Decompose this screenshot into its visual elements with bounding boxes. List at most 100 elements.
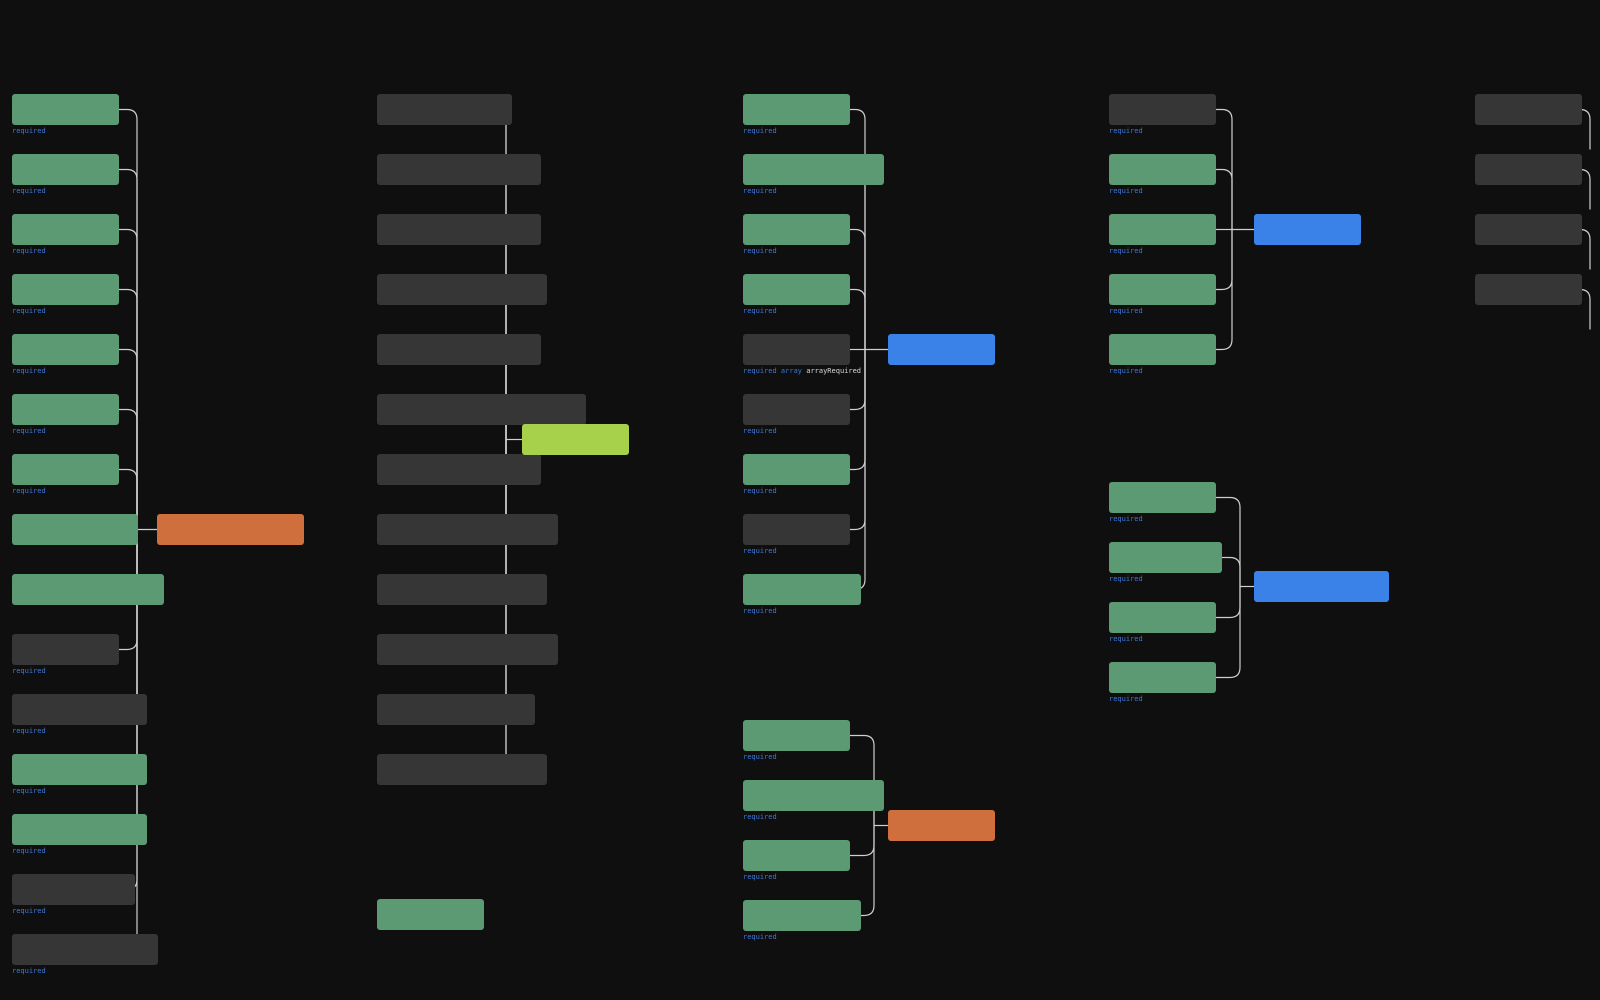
field-node-record-attendance[interactable]: [12, 514, 138, 545]
field-node-virtual-course[interactable]: [743, 900, 861, 931]
required-flag: required: [12, 127, 46, 135]
enum-value-node-admin[interactable]: [1475, 94, 1582, 125]
root-node-managerassignment[interactable]: [1254, 571, 1389, 602]
required-flag: required: [12, 487, 46, 495]
required-flag: required: [743, 487, 777, 495]
field-node-course-id[interactable]: [743, 214, 850, 245]
field-node-open-air-id[interactable]: [12, 454, 119, 485]
connector-curve: [1216, 108, 1233, 230]
enum-value-node-utc-plus-1-western-europe-time[interactable]: [377, 394, 586, 425]
enum-value-node-utc-plus-10-sydney-time[interactable]: [377, 754, 547, 785]
field-node-workshop-language[interactable]: [12, 754, 147, 785]
enum-value-node-utc-0-london-time[interactable]: [377, 94, 512, 125]
enum-value-node-user[interactable]: [1475, 274, 1582, 305]
required-label: required: [1109, 307, 1143, 315]
field-node-workshop-id[interactable]: [1109, 334, 1216, 365]
field-node-active[interactable]: [743, 94, 850, 125]
connector-curve: [1216, 586, 1241, 619]
required-label: required: [12, 247, 46, 255]
required-label: required: [743, 247, 777, 255]
field-node-created-at[interactable]: [1109, 94, 1216, 125]
required-flag: required: [12, 307, 46, 315]
enum-value-node-utc-plus-3-moscow-time[interactable]: [377, 454, 541, 485]
field-node-created-by[interactable]: [743, 454, 850, 485]
root-node-courseinput[interactable]: [888, 810, 995, 841]
field-node-course-description[interactable]: [743, 780, 884, 811]
root-node-createworkshopinput[interactable]: [157, 514, 304, 545]
field-node-workshop-region[interactable]: [12, 874, 135, 905]
field-node-workshop-start-time[interactable]: [12, 934, 158, 965]
enum-value-node-utc-neg-7-mountain-time[interactable]: [377, 274, 547, 305]
connector-curve: [1216, 168, 1233, 230]
connector-curve: [861, 825, 875, 917]
field-node-cohort-name[interactable]: [12, 214, 119, 245]
field-node-workshop-id[interactable]: [1109, 662, 1216, 693]
field-node-virtual-course[interactable]: [743, 574, 861, 605]
enum-value-node-utc-plus-5-30-mumbai-time[interactable]: [377, 514, 558, 545]
required-flag: required: [12, 847, 46, 855]
required-label: required: [1109, 515, 1143, 523]
required-flag: required: [743, 753, 777, 761]
field-node-created-by[interactable]: [1109, 154, 1216, 185]
connector-curve: [850, 108, 866, 350]
required-flag: required: [743, 933, 777, 941]
required-flag: required: [1109, 575, 1143, 583]
root-node-time-zone[interactable]: [522, 424, 629, 455]
field-node-class-size[interactable]: [12, 94, 119, 125]
connector-curve: [850, 825, 875, 857]
field-node-manager-id[interactable]: [1109, 602, 1216, 633]
root-node-course[interactable]: [888, 334, 995, 365]
required-flag: required: [743, 547, 777, 555]
required-label: required: [12, 667, 46, 675]
enum-value-node-utc-neg-8-pacific-time[interactable]: [377, 334, 541, 365]
enum-value-node-coordinator[interactable]: [1475, 154, 1582, 185]
field-node-workshop-end-time[interactable]: [12, 694, 147, 725]
field-node-note[interactable]: [1109, 274, 1216, 305]
enum-value-node-utc-plus-9-tokyo-time[interactable]: [377, 694, 535, 725]
field-node-in-person[interactable]: [12, 394, 119, 425]
array-required-flag: arrayRequired: [802, 367, 862, 375]
connector-curve: [126, 529, 147, 711]
connector-curve: [850, 228, 866, 350]
field-node-time-zone[interactable]: [12, 634, 119, 665]
connector-curve: [854, 168, 884, 350]
field-node-course-name[interactable]: [743, 840, 850, 871]
required-label: required: [743, 427, 777, 435]
required-flag: required: [12, 667, 46, 675]
field-node-course-description[interactable]: [743, 154, 884, 185]
enum-value-node-superadmin[interactable]: [1475, 214, 1582, 245]
connector-curve: [850, 349, 866, 411]
required-flag: required: [12, 727, 46, 735]
enum-value-node-utc-plus-9-30-darwin-time[interactable]: [377, 634, 558, 665]
connector-curve: [1216, 229, 1233, 351]
field-node-created-at[interactable]: [743, 394, 850, 425]
required-flag: required: [743, 607, 777, 615]
required-label: required: [12, 127, 46, 135]
field-node-coursework[interactable]: [743, 334, 850, 365]
required-flag: required: [1109, 515, 1143, 523]
field-node-workshop-location[interactable]: [12, 814, 147, 845]
field-node-client-id[interactable]: [12, 154, 119, 185]
root-node-changelog[interactable]: [1254, 214, 1361, 245]
enum-value-node-utc-neg-6-central-time[interactable]: [377, 214, 541, 245]
required-label: required: [743, 753, 777, 761]
field-node-assignment-id[interactable]: [1109, 542, 1222, 573]
required-flag: required: [743, 127, 777, 135]
required-label: required: [1109, 127, 1143, 135]
connector-curve: [850, 349, 866, 531]
field-node-updated-at[interactable]: [743, 514, 850, 545]
field-node-requested-advisor-id[interactable]: [12, 574, 164, 605]
enum-value-node-utc-neg-5-eastern-time[interactable]: [377, 154, 541, 185]
field-node-log-id[interactable]: [1109, 214, 1216, 245]
required-label: required: [12, 907, 46, 915]
field-node-group-id[interactable]: [12, 334, 119, 365]
field-node-active[interactable]: [1109, 482, 1216, 513]
required-flag: required: [12, 367, 46, 375]
field-node-active[interactable]: [743, 720, 850, 751]
scalar-node-datetime[interactable]: [377, 899, 484, 930]
required-label: required: [1109, 575, 1143, 583]
enum-value-node-utc-plus-8-beijing-time[interactable]: [377, 574, 547, 605]
field-node-course-name[interactable]: [743, 274, 850, 305]
field-node-course-id[interactable]: [12, 274, 119, 305]
